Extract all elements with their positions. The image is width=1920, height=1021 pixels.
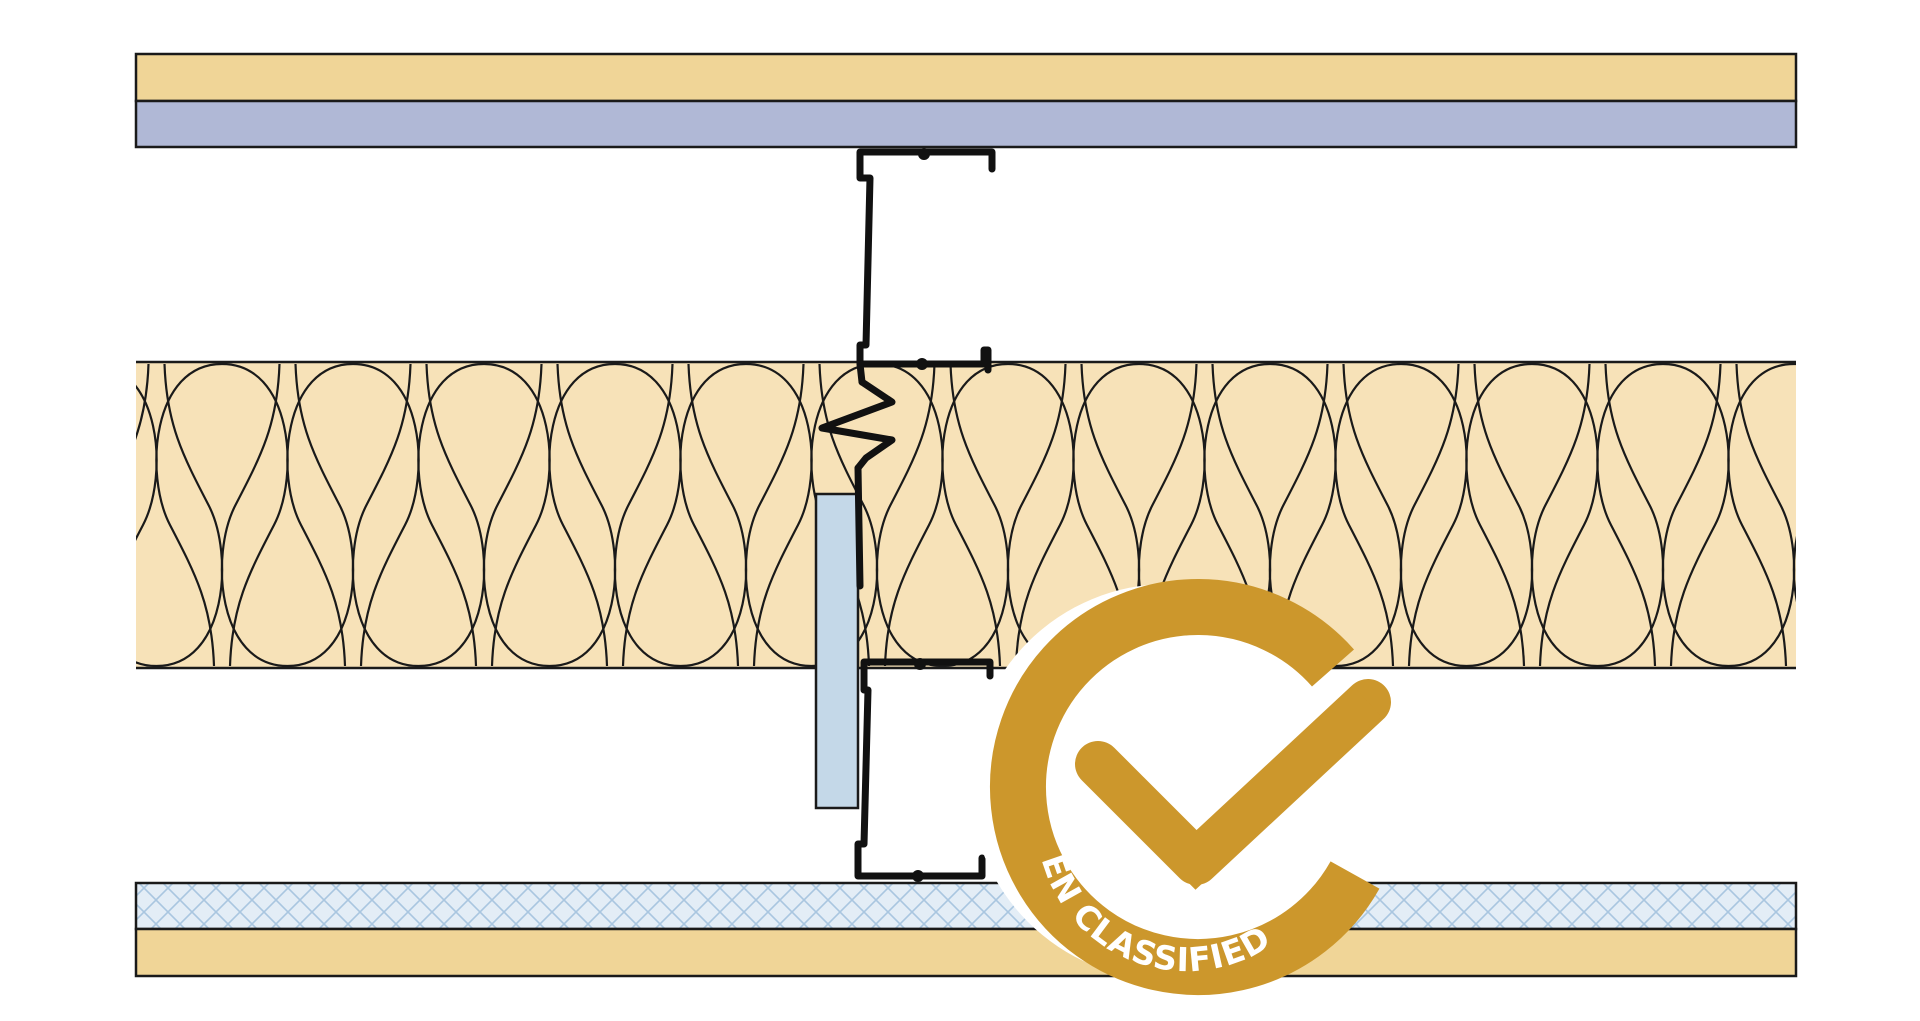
fixing-points xyxy=(912,148,930,882)
bottom-facing-board xyxy=(134,927,1798,978)
insulation-loop xyxy=(417,362,551,667)
insulation-loop xyxy=(679,362,813,667)
badge-c-ring xyxy=(989,579,1380,996)
insulation-loop xyxy=(1661,363,1796,668)
insulation-loop xyxy=(286,362,420,667)
insulation-loop xyxy=(548,362,682,667)
insulation-loop xyxy=(220,363,355,668)
insulation-loop xyxy=(136,363,224,668)
insulation-loop xyxy=(1792,536,1796,603)
bottom-mesh-board xyxy=(134,881,1798,931)
insulation-loop xyxy=(613,363,748,668)
insulation-loop xyxy=(1859,364,1920,666)
insulation-loop xyxy=(1334,362,1468,667)
insulation-loop xyxy=(482,363,617,668)
insulation-loop xyxy=(875,363,1010,668)
insulation-loop xyxy=(1727,362,1796,667)
insulation-loop xyxy=(351,363,486,668)
insulation-loop xyxy=(1530,363,1665,668)
lower-stud-profile xyxy=(854,658,994,880)
splice-plate xyxy=(814,492,860,810)
insulation-loop xyxy=(1399,363,1534,668)
upper-stud-profile xyxy=(818,148,996,590)
en-classified-badge: EN CLASSIFIED xyxy=(970,579,1391,996)
insulation-loop xyxy=(155,362,289,667)
top-facing-board xyxy=(134,52,1798,103)
insulation-loop xyxy=(136,385,158,541)
insulation-loop xyxy=(1465,362,1599,667)
insulation-loop xyxy=(1596,362,1730,667)
insulation-layer xyxy=(136,360,1920,670)
insulation-loop xyxy=(941,362,1075,667)
top-plasterboard xyxy=(134,99,1798,149)
